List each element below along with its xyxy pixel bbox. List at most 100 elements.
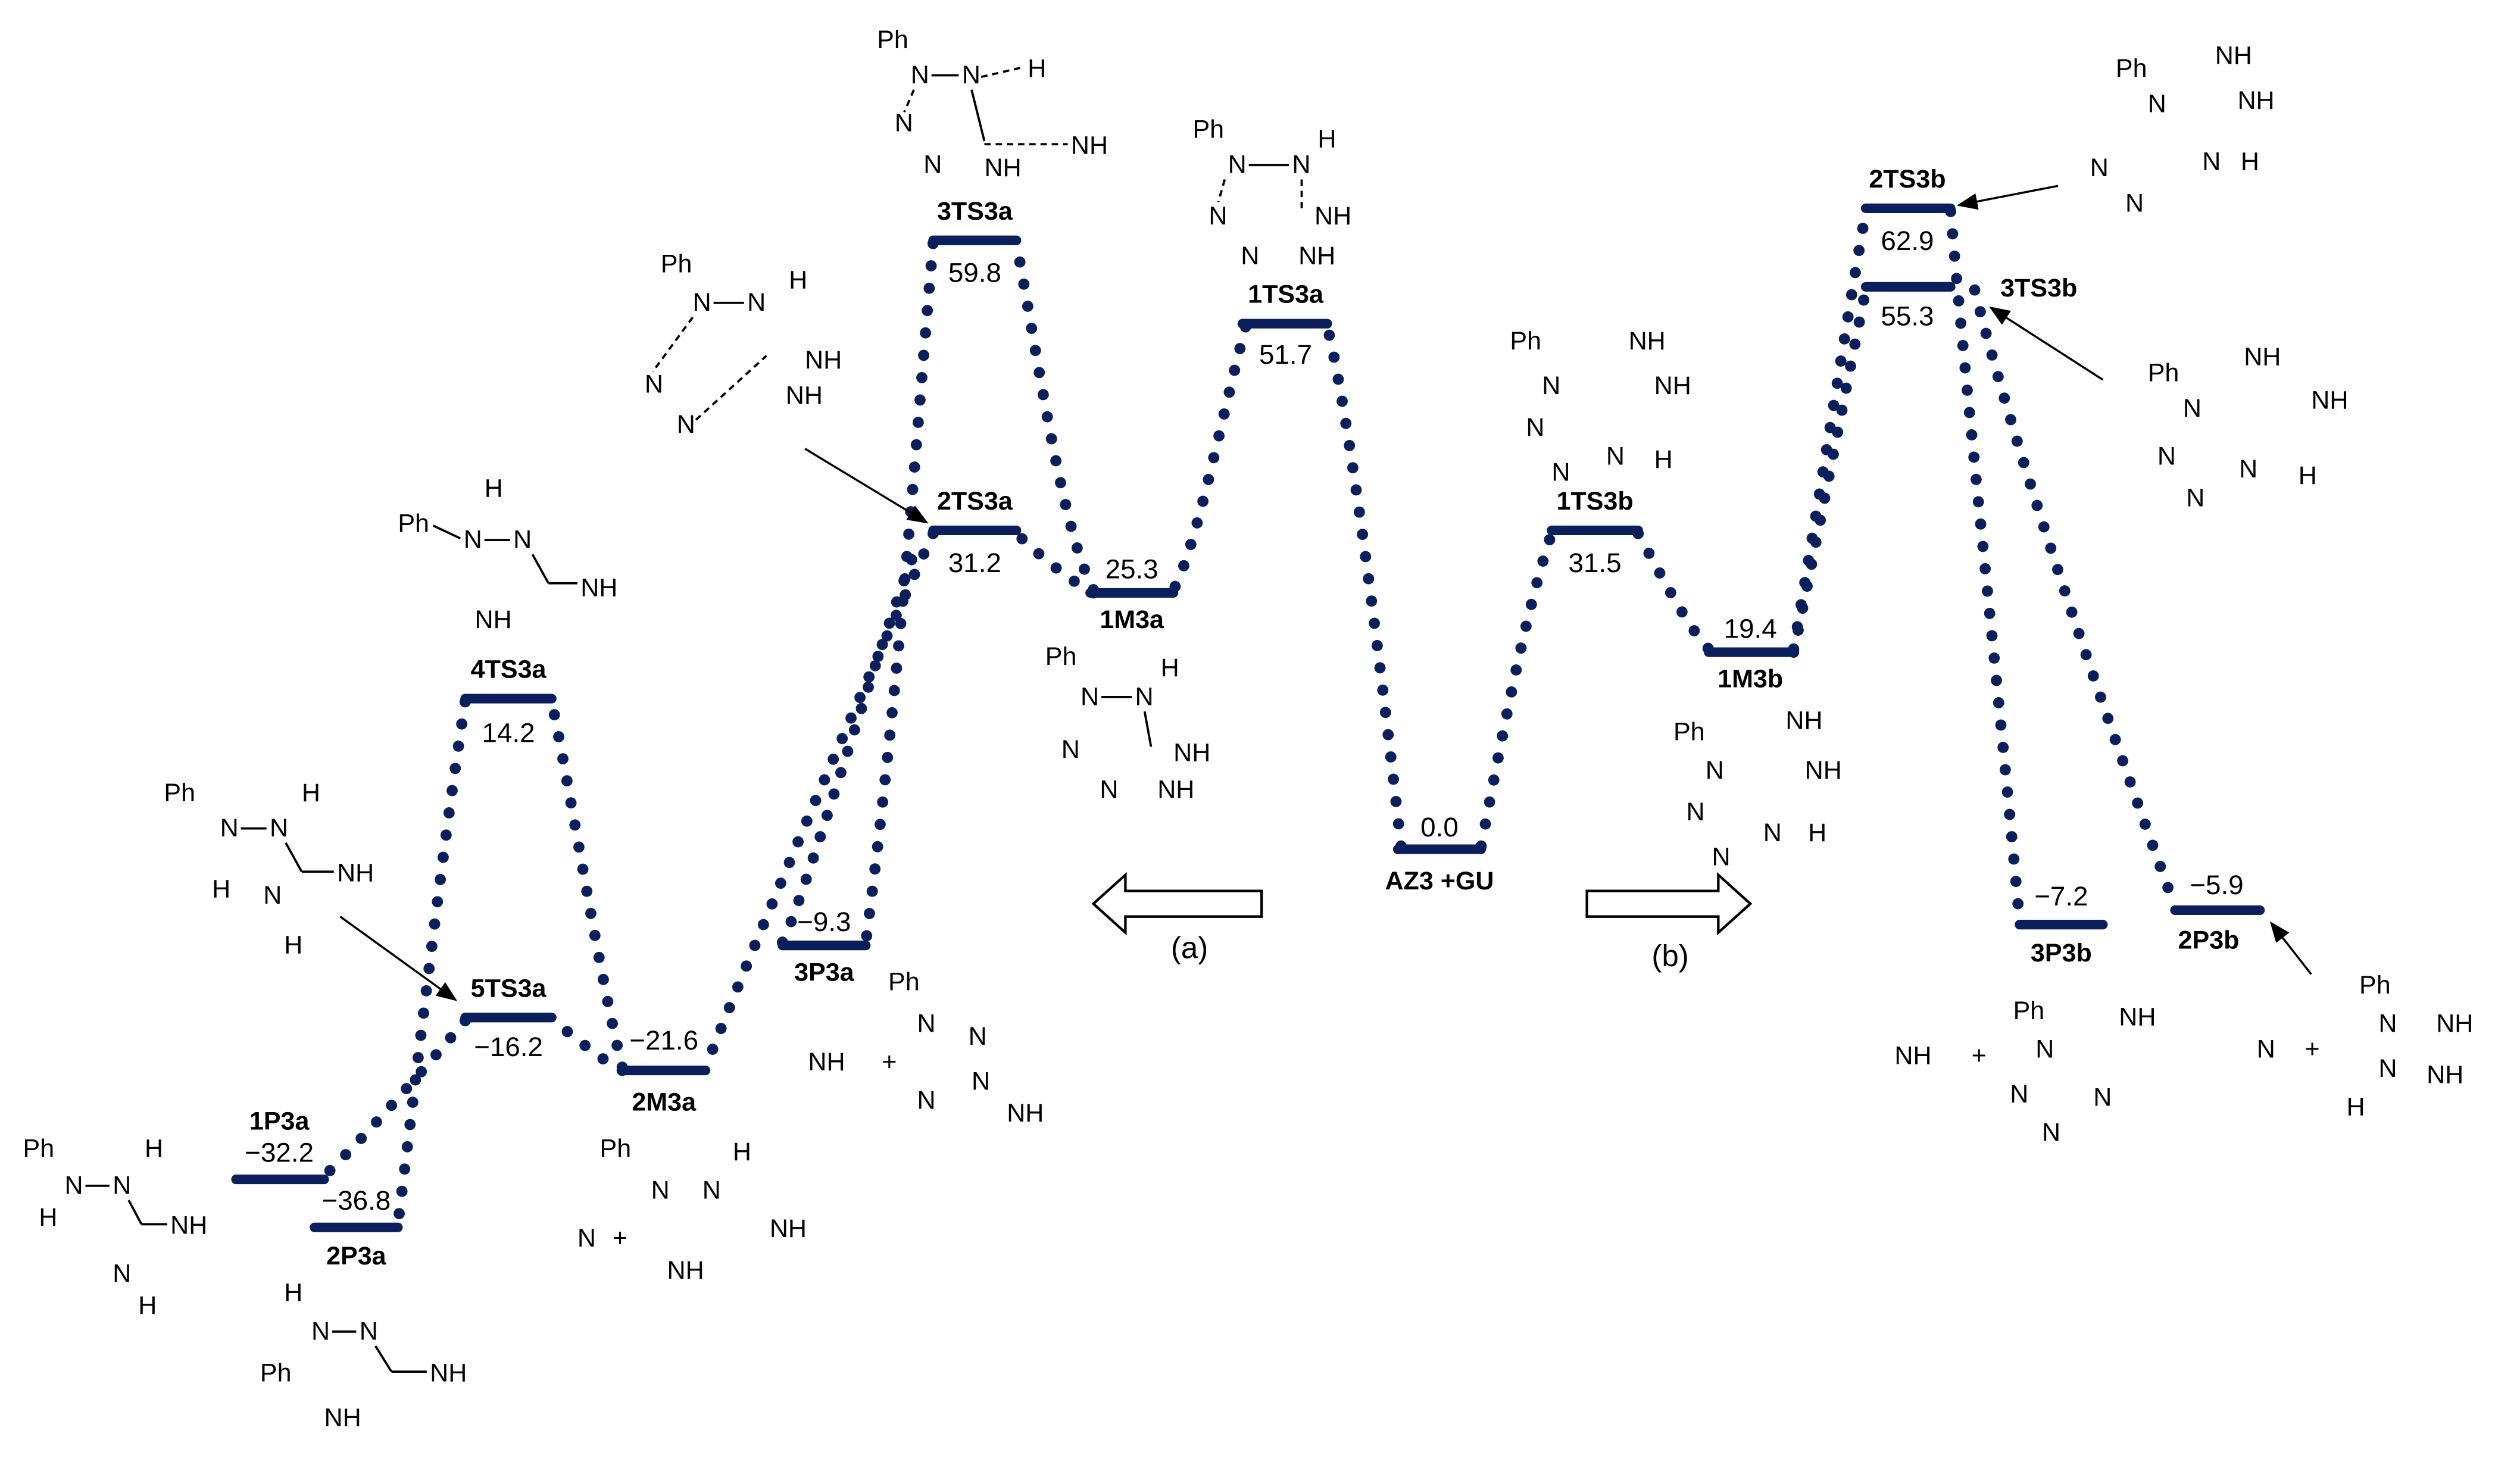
svg-text:19.4: 19.4 — [1724, 613, 1777, 644]
structure-1TS3b: Ph NH NH N N N N H — [1510, 327, 1691, 487]
svg-text:N: N — [1241, 242, 1259, 270]
pathway-b-arrow: (b) — [1585, 872, 1753, 973]
svg-text:59.8: 59.8 — [948, 258, 1001, 288]
svg-text:1M3b: 1M3b — [1718, 665, 1783, 694]
svg-text:N: N — [2378, 1054, 2397, 1083]
structure-2TS3b: Ph NH NH N N N N H — [2090, 42, 2275, 218]
svg-text:N: N — [1542, 371, 1560, 400]
svg-text:2TS3a: 2TS3a — [937, 487, 1013, 516]
svg-text:−7.2: −7.2 — [2034, 881, 2088, 911]
svg-text:N: N — [2378, 1009, 2397, 1038]
svg-text:1M3a: 1M3a — [1100, 605, 1164, 634]
svg-text:Ph: Ph — [2148, 359, 2179, 388]
svg-text:N: N — [2257, 1035, 2275, 1064]
svg-text:NH: NH — [1071, 131, 1108, 160]
svg-text:14.2: 14.2 — [482, 717, 535, 748]
svg-text:N: N — [464, 526, 482, 554]
svg-text:NH: NH — [2237, 86, 2274, 115]
svg-text:NH: NH — [1007, 1099, 1044, 1128]
svg-text:51.7: 51.7 — [1259, 339, 1312, 370]
svg-text:N: N — [1292, 151, 1310, 179]
svg-text:NH: NH — [1654, 371, 1691, 400]
svg-text:NH: NH — [2119, 1003, 2156, 1032]
svg-text:N: N — [2010, 1080, 2028, 1108]
svg-text:NH: NH — [808, 1048, 845, 1076]
svg-text:N: N — [972, 1067, 990, 1095]
svg-text:+: + — [613, 1224, 627, 1253]
svg-text:NH: NH — [985, 154, 1022, 182]
svg-text:Ph: Ph — [2116, 54, 2147, 83]
svg-text:62.9: 62.9 — [1881, 226, 1934, 256]
svg-text:N: N — [962, 61, 980, 89]
svg-text:N: N — [1712, 843, 1731, 872]
svg-text:AZ3 +GU: AZ3 +GU — [1385, 867, 1494, 895]
level-2TS3b: 2TS3b 62.9 — [1860, 165, 1956, 256]
structure-2P3b-products: N + Ph N N H NH NH — [2257, 971, 2474, 1122]
svg-text:N: N — [895, 109, 913, 138]
svg-text:−16.2: −16.2 — [474, 1032, 543, 1062]
level-1M3a: 25.3 1M3a — [1085, 554, 1179, 634]
svg-text:NH: NH — [786, 381, 823, 410]
svg-text:N: N — [2035, 1035, 2054, 1064]
svg-text:N: N — [2186, 484, 2204, 513]
svg-text:NH: NH — [1894, 1041, 1931, 1070]
svg-text:Ph: Ph — [877, 26, 908, 54]
svg-text:NH: NH — [2244, 343, 2281, 371]
svg-text:H: H — [145, 1134, 163, 1163]
svg-text:N: N — [1135, 682, 1154, 711]
structure-3TS3b: Ph NH NH N N N N H — [2148, 343, 2349, 513]
structure-4TS3a: H Ph N N NH NH — [398, 474, 617, 634]
svg-text:N: N — [1606, 442, 1625, 471]
svg-text:N: N — [1706, 756, 1724, 785]
structure-1M3a: Ph N N H N N NH NH — [1045, 642, 1211, 804]
svg-text:N: N — [113, 1259, 131, 1288]
svg-text:1TS3b: 1TS3b — [1556, 487, 1633, 516]
svg-text:N: N — [917, 1009, 935, 1038]
svg-text:N: N — [702, 1176, 721, 1204]
svg-text:NH: NH — [1298, 242, 1335, 270]
svg-text:H: H — [284, 931, 302, 960]
svg-text:4TS3a: 4TS3a — [471, 655, 547, 684]
svg-text:NH: NH — [430, 1358, 467, 1387]
svg-text:NH: NH — [1785, 707, 1822, 735]
level-1TS3b: 1TS3b 31.5 — [1547, 487, 1643, 578]
svg-text:NH: NH — [1629, 327, 1666, 355]
svg-text:2P3b: 2P3b — [2178, 926, 2240, 954]
structure-2M3a-products: N + Ph N N H NH NH — [577, 1134, 807, 1285]
structure-1TS3a: Ph N N H N N NH NH — [1192, 115, 1351, 270]
svg-text:N: N — [2157, 442, 2176, 471]
svg-text:2TS3b: 2TS3b — [1869, 165, 1946, 193]
svg-text:Ph: Ph — [23, 1134, 54, 1163]
svg-text:N: N — [1686, 798, 1704, 826]
svg-text:N: N — [911, 61, 929, 89]
svg-text:31.2: 31.2 — [948, 548, 1001, 578]
svg-text:+: + — [882, 1048, 897, 1076]
svg-text:H: H — [284, 1279, 302, 1307]
svg-text:55.3: 55.3 — [1881, 301, 1934, 331]
level-5TS3a: 5TS3a −16.2 — [460, 974, 557, 1062]
svg-text:NH: NH — [667, 1256, 704, 1285]
svg-text:N: N — [645, 370, 663, 398]
svg-text:N: N — [2090, 154, 2109, 182]
svg-text:N: N — [2125, 189, 2144, 217]
svg-text:N: N — [677, 410, 695, 439]
svg-text:(b): (b) — [1651, 939, 1688, 973]
svg-text:H: H — [2299, 461, 2317, 490]
svg-text:31.5: 31.5 — [1569, 548, 1622, 578]
svg-text:Ph: Ph — [2359, 971, 2391, 1000]
structure-3TS3a: Ph N N N N H NH NH — [877, 26, 1108, 182]
svg-text:NH: NH — [475, 605, 512, 634]
svg-text:N: N — [1061, 735, 1080, 764]
structure-2P3a: H N N Ph NH NH — [260, 1279, 467, 1432]
structure-3P3b-products: NH + Ph NH N N N N — [1894, 997, 2156, 1147]
pointer-arrows — [339, 185, 2312, 1001]
structure-1M3b: Ph NH NH N N N N H — [1673, 707, 1842, 872]
svg-text:N: N — [2183, 394, 2202, 423]
level-3TS3b: 3TS3b 55.3 — [1860, 274, 2077, 331]
svg-text:Ph: Ph — [164, 779, 195, 807]
svg-text:Ph: Ph — [1192, 115, 1224, 143]
svg-text:N: N — [1081, 682, 1099, 711]
svg-text:Ph: Ph — [661, 250, 692, 279]
svg-text:N: N — [1551, 458, 1570, 487]
svg-text:NH: NH — [2436, 1009, 2473, 1038]
